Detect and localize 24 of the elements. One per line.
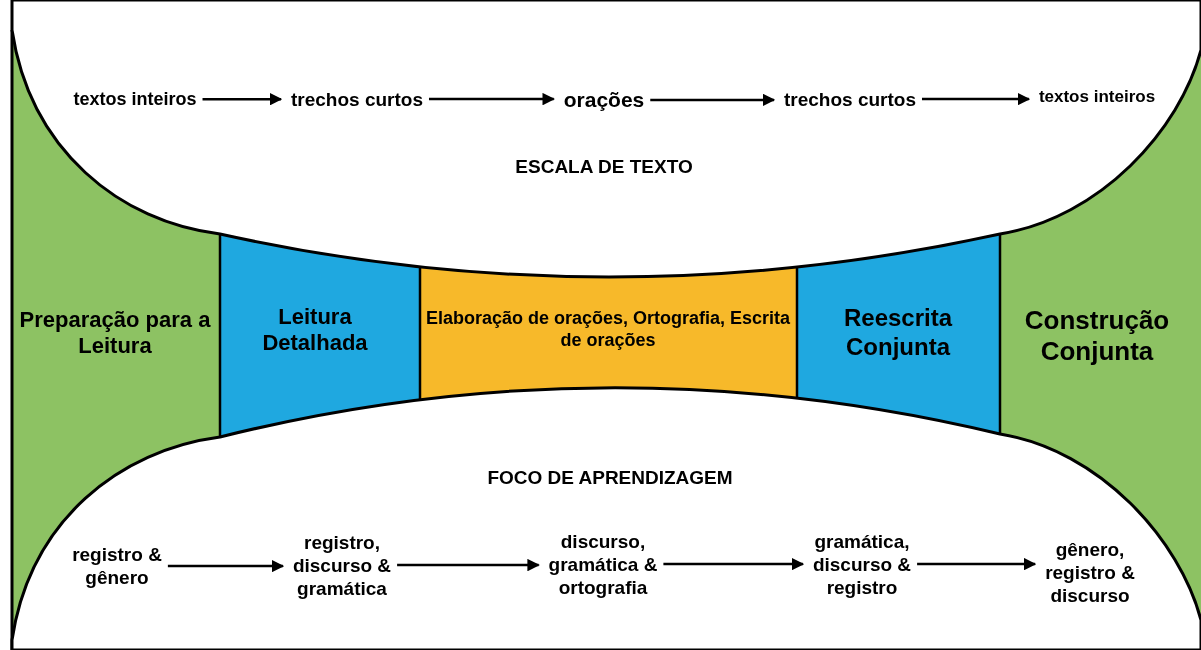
stage-label: Construção Conjunta [997,304,1197,368]
arrow [922,92,1031,106]
flow-text: orações [524,87,684,113]
arrow [917,557,1037,571]
stage-label: Preparação para a Leitura [15,306,215,360]
section-heading: ESCALA DE TEXTO [515,156,693,178]
flow-text: gênero, registro & discurso [1020,538,1160,608]
arrow [429,92,555,106]
stage-label: Elaboração de orações, Ortografia, Escrita de orações [423,308,793,352]
flow-text: textos inteiros [997,86,1197,108]
flow-text: registro, discurso & gramática [272,531,412,601]
arrow [663,557,805,571]
section-heading: FOCO DE APRENDIZAGEM [487,467,733,489]
arrow [650,93,776,107]
flow-text: gramática, discurso & registro [787,530,937,600]
arrow [397,558,540,572]
flow-text: textos inteiros [35,89,235,111]
arrow [202,92,283,106]
flow-text: trechos curtos [257,88,457,112]
stage-label: Leitura Detalhada [230,303,400,357]
flow-text: registro & gênero [42,544,192,590]
arrow [167,559,285,573]
flow-text: discurso, gramática & ortografia [523,530,683,600]
flow-text: trechos curtos [750,88,950,112]
